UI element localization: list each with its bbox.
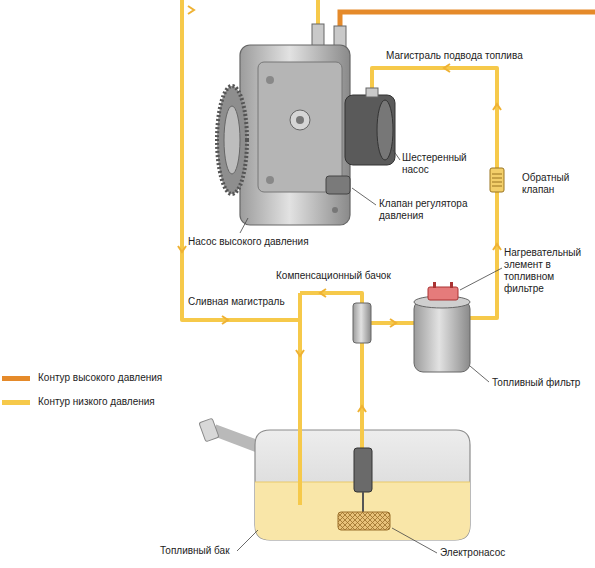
legend-swatch	[2, 400, 30, 405]
part-label: Обратный клапан	[522, 172, 584, 196]
part-label: Магистраль подвода топлива	[386, 50, 523, 62]
part-label: Клапан регулятора давления	[379, 198, 485, 222]
part-label: Топливный фильтр	[492, 377, 580, 389]
legend-swatch	[2, 376, 30, 381]
part-label: Топливный бак	[160, 545, 230, 557]
part-label: Шестеренный насос	[402, 152, 474, 176]
part-label: Насос высокого давления	[188, 236, 309, 248]
high-pressure-pump	[217, 24, 395, 225]
high-pressure-line	[340, 12, 595, 30]
check-valve	[490, 168, 504, 192]
part-label: Сливная магистраль	[188, 296, 285, 308]
fuel-filter	[414, 282, 470, 372]
part-label: Компенсационный бачок	[276, 270, 391, 282]
compensation-tank	[353, 303, 371, 343]
part-label: Электронасос	[440, 547, 505, 559]
low-pressure-lines	[182, 0, 497, 505]
fuel-tank	[199, 418, 470, 542]
legend-text: Контур низкого давления	[38, 396, 155, 408]
part-label: Нагревательный элемент в топливном фильт…	[504, 247, 590, 295]
leader-lines	[237, 150, 502, 553]
electric-pump	[338, 448, 390, 530]
legend-text: Контур высокого давления	[38, 372, 162, 384]
flow-arrows	[178, 6, 501, 412]
